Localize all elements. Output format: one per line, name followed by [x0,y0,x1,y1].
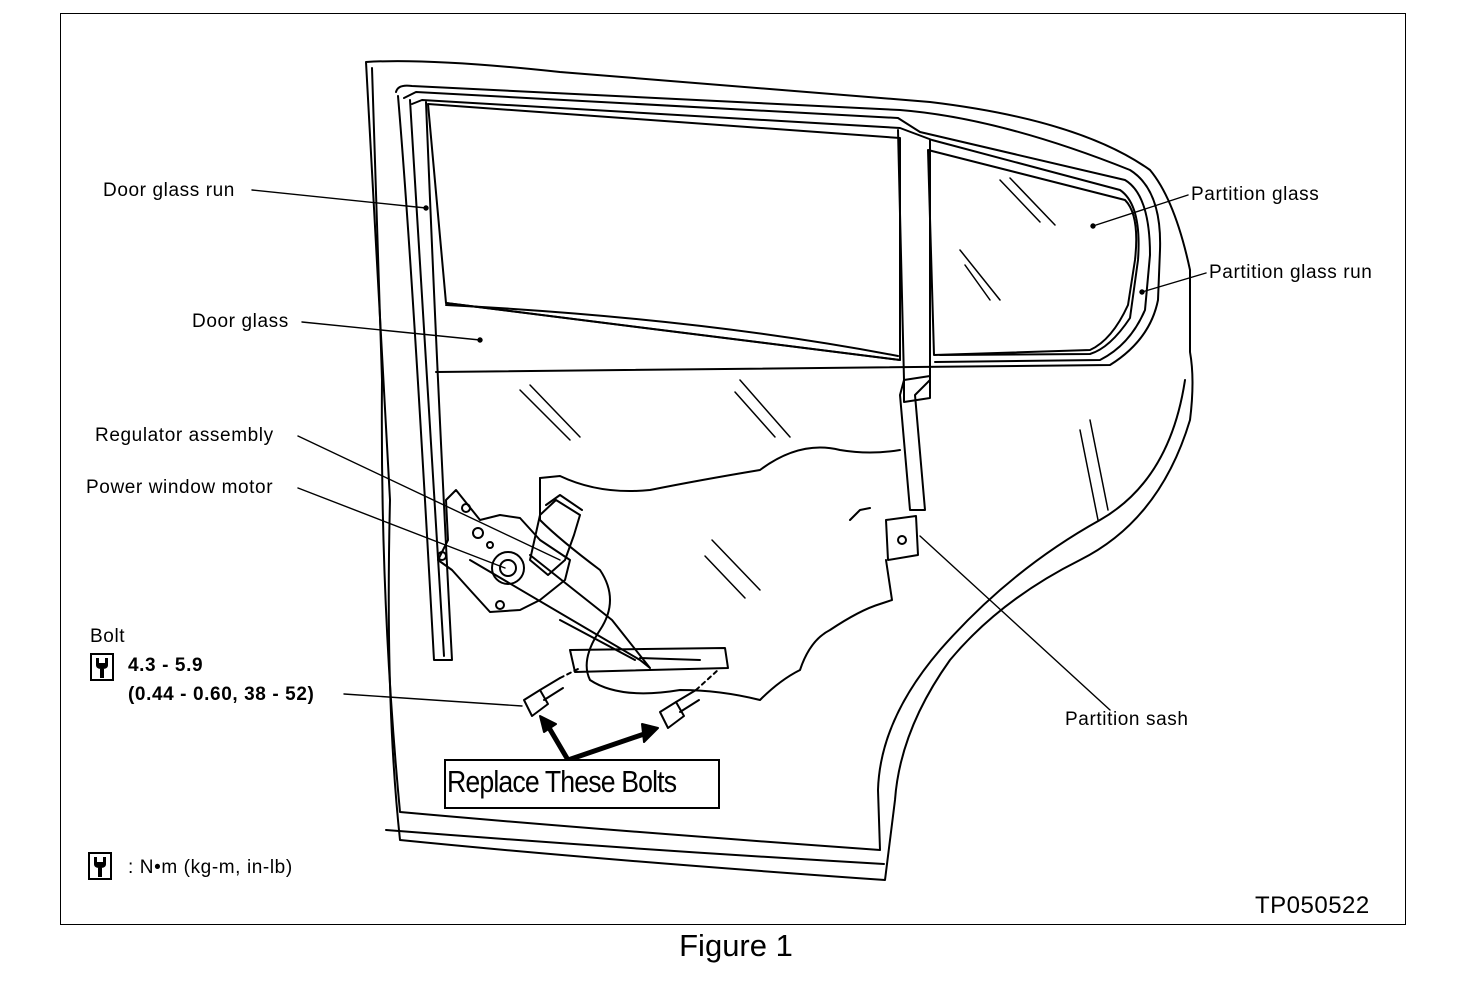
label-partition-glass-run: Partition glass run [1209,262,1373,283]
door-glass-lower-edge [539,446,901,493]
torque-wrench-icon [90,653,114,681]
partition-glass [927,149,1138,356]
bolt-right [659,669,719,729]
figure-code: TP050522 [1255,892,1370,919]
door-glass-run [397,95,453,661]
regulator-rail [469,554,651,669]
label-door-glass: Door glass [192,311,289,332]
power-window-motor [529,499,581,576]
label-partition-sash: Partition sash [1065,709,1189,730]
bolt-torque-nm: 4.3 - 5.9 [128,655,204,676]
bolt-torque-other: (0.44 - 0.60, 38 - 52) [128,684,315,705]
replace-callout-box [444,759,720,809]
door-inner-outline [371,67,1186,851]
replace-arrows [545,723,653,763]
torque-wrench-icon [88,852,112,880]
label-regulator-assembly: Regulator assembly [95,425,274,446]
legend-units: : N•m (kg-m, in-lb) [128,857,293,878]
figure-caption: Figure 1 [679,928,793,963]
bolt-title: Bolt [90,626,126,647]
figure-frame [60,13,1406,925]
label-door-glass-run: Door glass run [103,180,235,201]
label-power-window-motor: Power window motor [86,477,274,498]
replace-callout-text: Replace These Bolts [447,764,677,799]
partition-sash-bar [897,129,931,511]
bolt-left [523,667,581,717]
door-panel-outline [365,60,1194,881]
label-partition-glass: Partition glass [1191,184,1320,205]
window-frame [395,84,1162,373]
regulator-assembly [437,489,571,613]
